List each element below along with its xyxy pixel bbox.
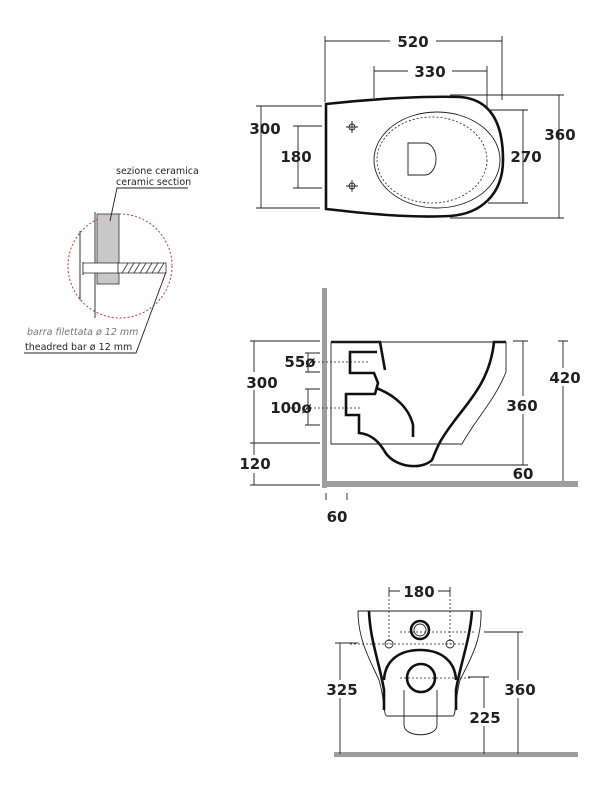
fixing-detail: sezione ceramica ceramic section barra f… [24,166,199,354]
dim-330: 330 [414,63,445,81]
top-view-outline [324,95,505,218]
dim-60-wall: 60 [327,508,348,526]
floor [322,481,578,487]
dim-420: 420 [549,369,580,387]
front-view: 180 325 360 225 [325,583,578,757]
dim-270: 270 [510,148,541,166]
drain-outlet [407,142,437,176]
dim-60-bottom: 60 [513,465,534,483]
dim-360-side: 360 [506,397,537,415]
dim-100-diameter: 100ø [270,399,312,417]
dim-360-front: 360 [504,681,535,699]
dim-360: 360 [544,126,575,144]
label-ceramic-section: ceramic section [116,177,191,188]
detail-circle [67,213,173,319]
label-barra-filettata: barra filettata ø 12 mm [27,327,138,338]
side-view: 300 120 55ø 100ø 360 420 60 60 [239,288,585,526]
dim-300-side: 300 [246,374,277,392]
dim-55-diameter: 55ø [284,353,315,371]
dim-225: 225 [469,709,500,727]
label-sezione-ceramica: sezione ceramica [116,166,199,177]
dim-300: 300 [249,120,280,138]
top-view: 520 330 300 180 270 360 [249,33,576,219]
dim-520: 520 [397,33,428,51]
wall [322,288,327,488]
ceramic-section [96,213,120,285]
threaded-bar [117,262,167,274]
dim-180: 180 [280,148,311,166]
dim-180-front: 180 [403,583,434,601]
label-threaded-bar: theadred bar ø 12 mm [25,342,132,353]
bowl-inner-dashed [376,116,488,204]
dim-325: 325 [326,681,357,699]
floor-front [334,752,578,757]
fixing-hole-icon [346,121,358,192]
bowl-opening [373,111,501,209]
dim-120: 120 [239,455,270,473]
